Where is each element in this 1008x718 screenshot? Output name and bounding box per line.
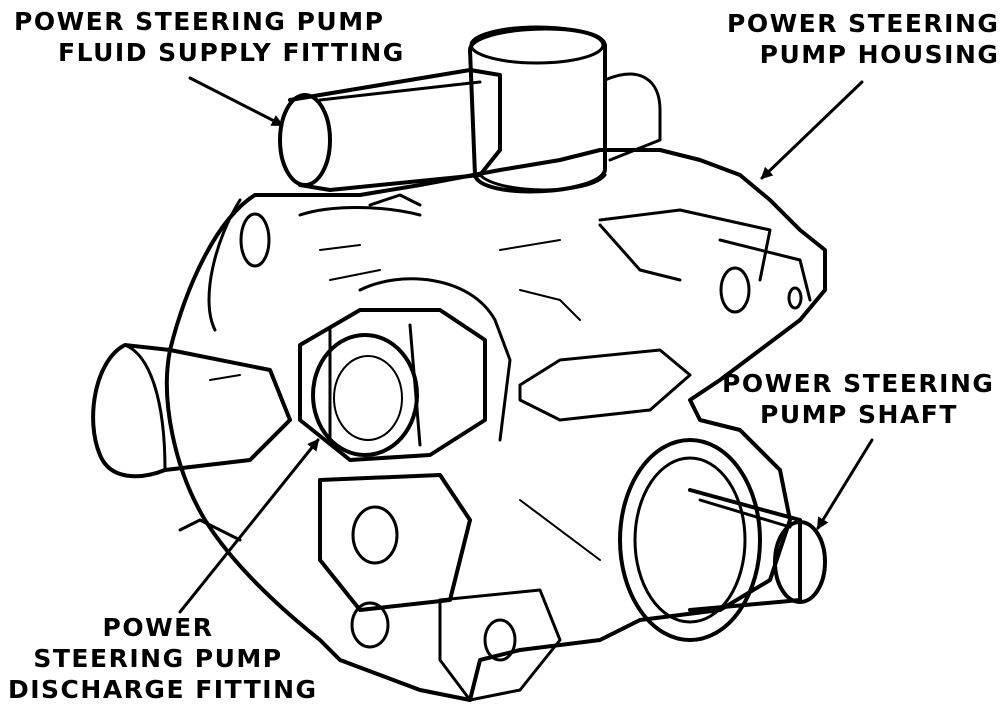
label-pump-housing: POWER STEERING PUMP HOUSING — [727, 8, 999, 70]
label-line: STEERING PUMP — [33, 644, 283, 673]
label-line: POWER STEERING — [722, 369, 995, 398]
callout-leaders — [178, 76, 874, 614]
pump-housing-body — [164, 148, 827, 702]
label-fluid-supply-fitting: POWER STEERING PUMP FLUID SUPPLY FITTING — [14, 6, 405, 68]
label-line: DISCHARGE FITTING — [8, 675, 318, 704]
pump-shaft-assembly — [618, 438, 827, 642]
discharge-fitting — [298, 277, 512, 462]
arrow-pump-shaft — [816, 438, 874, 530]
label-line: POWER — [102, 613, 214, 642]
left-mounting-boss — [91, 343, 292, 479]
label-discharge-fitting: POWER STEERING PUMP DISCHARGE FITTING — [8, 612, 318, 705]
fluid-supply-fitting — [278, 25, 662, 207]
label-line: FLUID SUPPLY FITTING — [58, 38, 405, 67]
label-line: POWER STEERING PUMP — [14, 7, 385, 36]
lower-bracket — [178, 473, 601, 702]
arrow-discharge-fitting — [178, 438, 320, 614]
label-line: PUMP SHAFT — [760, 400, 958, 429]
arrow-fluid-supply-fitting — [188, 76, 284, 127]
arrow-pump-housing — [760, 80, 864, 180]
label-line: POWER STEERING — [727, 9, 1000, 38]
label-line: PUMP HOUSING — [759, 40, 1000, 69]
label-pump-shaft: POWER STEERING PUMP SHAFT — [722, 368, 994, 430]
